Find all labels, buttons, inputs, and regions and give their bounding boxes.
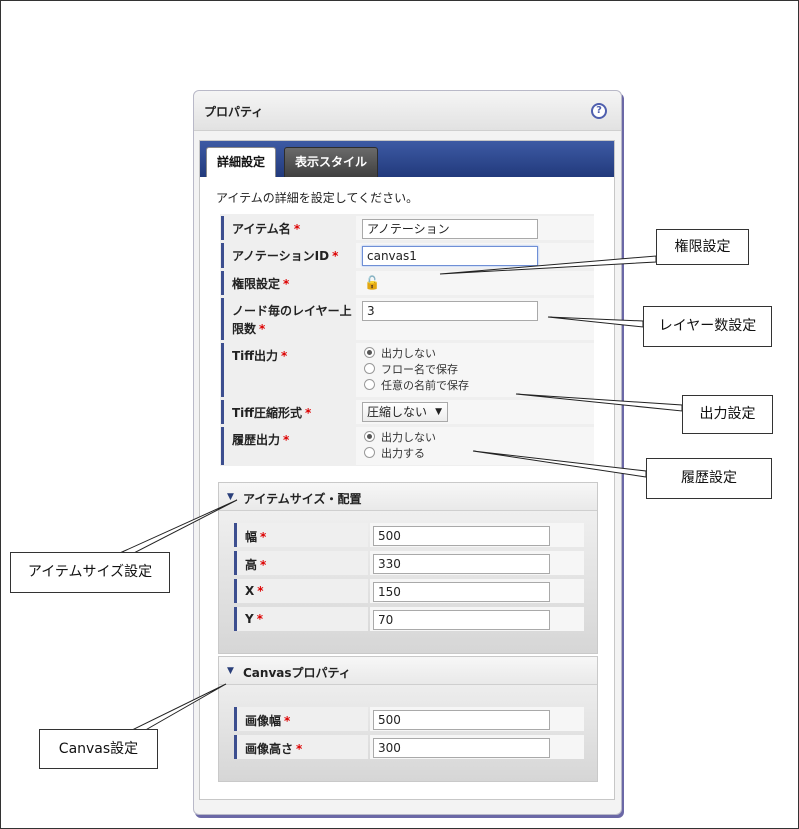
width-input[interactable]: 500 — [373, 526, 550, 546]
image-height-label: 画像高さ* — [234, 735, 368, 759]
callout-canvas: Canvas設定 — [39, 729, 158, 769]
tiff-output-option-custom-name[interactable]: 任意の名前で保存 — [364, 378, 469, 393]
tab-display-style[interactable]: 表示スタイル — [284, 147, 379, 177]
tab-bar: 詳細設定 表示スタイル — [200, 141, 614, 177]
tiff-output-option-none[interactable]: 出力しない — [364, 346, 436, 361]
history-output-option-output[interactable]: 出力する — [364, 446, 425, 461]
radio-icon — [364, 363, 375, 374]
width-label: 幅* — [234, 523, 368, 547]
tiff-output-label: Tiff出力* — [221, 343, 353, 397]
tiff-output-option-flow-name[interactable]: フロー名で保存 — [364, 362, 458, 377]
radio-checked-icon — [364, 347, 375, 358]
panel-header: プロパティ ? — [194, 91, 621, 131]
x-label: X* — [234, 579, 368, 603]
help-icon[interactable]: ? — [591, 103, 607, 119]
panel-title: プロパティ — [204, 105, 264, 119]
callout-output: 出力設定 — [682, 395, 773, 434]
chevron-down-icon: ▼ — [435, 407, 442, 417]
callout-history: 履歴設定 — [646, 458, 772, 499]
permission-cell — [356, 271, 594, 295]
annotation-id-input[interactable]: canvas1 — [362, 246, 538, 266]
item-name-label: アイテム名* — [221, 216, 353, 240]
callout-permission: 権限設定 — [656, 229, 749, 265]
radio-icon — [364, 447, 375, 458]
collapse-triangle-icon: ▼ — [227, 492, 234, 502]
height-label: 高* — [234, 551, 368, 575]
collapse-triangle-icon: ▼ — [227, 666, 234, 676]
tiff-output-cell — [356, 343, 594, 397]
layers-label: ノード毎のレイヤー上限数* — [221, 298, 353, 340]
callout-layers: レイヤー数設定 — [643, 306, 772, 347]
annotation-id-label: アノテーションID* — [221, 243, 353, 268]
x-input[interactable]: 150 — [373, 582, 550, 602]
image-width-input[interactable]: 500 — [373, 710, 550, 730]
canvas-section-title: Canvasプロパティ — [243, 666, 351, 680]
radio-checked-icon — [364, 431, 375, 442]
tab-detail-settings[interactable]: 詳細設定 — [206, 147, 277, 177]
height-input[interactable]: 330 — [373, 554, 550, 574]
callout-item-size: アイテムサイズ設定 — [10, 552, 170, 593]
image-height-input[interactable]: 300 — [373, 738, 550, 758]
tiff-compression-label: Tiff圧縮形式* — [221, 400, 353, 424]
layers-input[interactable]: 3 — [362, 301, 538, 321]
radio-icon — [364, 379, 375, 390]
y-input[interactable]: 70 — [373, 610, 550, 630]
history-output-option-none[interactable]: 出力しない — [364, 430, 436, 445]
permission-label: 権限設定* — [221, 271, 353, 295]
form-description: アイテムの詳細を設定してください。 — [216, 191, 419, 205]
item-size-section-header[interactable]: ▼ アイテムサイズ・配置 — [219, 483, 597, 511]
y-label: Y* — [234, 607, 368, 631]
tiff-compression-select[interactable]: 圧縮しない▼ — [362, 402, 448, 422]
history-output-label: 履歴出力* — [221, 427, 353, 465]
lock-icon[interactable]: 🔓 — [364, 276, 381, 291]
item-name-input[interactable]: アノテーション — [362, 219, 538, 239]
item-size-section-title: アイテムサイズ・配置 — [243, 492, 362, 506]
canvas-section-header[interactable]: ▼ Canvasプロパティ — [219, 657, 597, 685]
image-width-label: 画像幅* — [234, 707, 368, 731]
